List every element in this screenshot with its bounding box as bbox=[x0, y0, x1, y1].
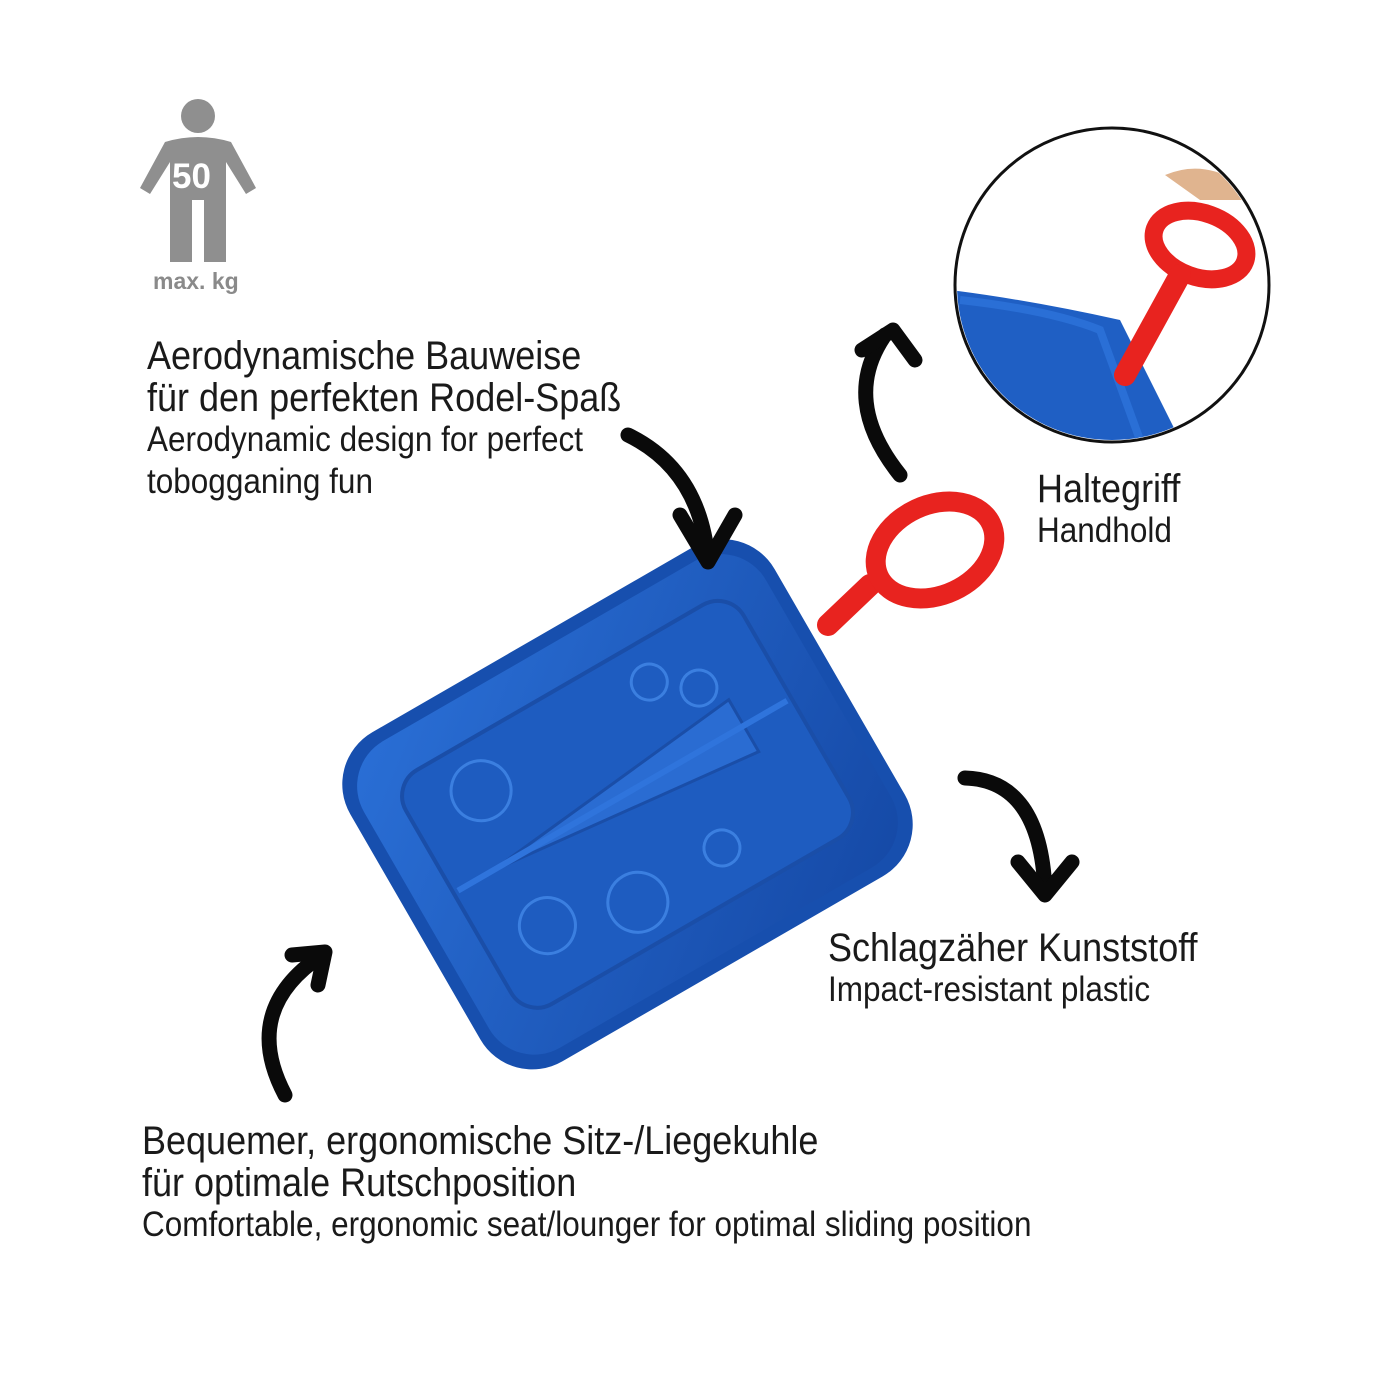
sled-image bbox=[342, 491, 1005, 1070]
aerodynamic-en-line1: Aerodynamic design for perfect bbox=[147, 420, 583, 459]
arrow-handhold bbox=[858, 327, 908, 483]
arrow-aerodynamic bbox=[620, 427, 716, 568]
plastic-en: Impact-resistant plastic bbox=[828, 970, 1151, 1009]
seat-en: Comfortable, ergonomic seat/lounger for … bbox=[142, 1205, 1032, 1244]
arrow-plastic bbox=[957, 770, 1053, 898]
aerodynamic-en-line2: tobogganing fun bbox=[147, 462, 373, 501]
aerodynamic-de-line1: Aerodynamische Bauweise bbox=[147, 334, 582, 378]
weight-value: 50 bbox=[172, 157, 211, 196]
plastic-de: Schlagzäher Kunststoff bbox=[828, 926, 1198, 970]
weight-unit-label: max. kg bbox=[153, 268, 239, 294]
handhold-en: Handhold bbox=[1037, 511, 1172, 550]
seat-de-line1: Bequemer, ergonomische Sitz-/Liegekuhle bbox=[142, 1119, 819, 1163]
handhold-de: Haltegriff bbox=[1037, 467, 1181, 511]
arrows bbox=[261, 322, 1080, 1103]
person-weight-icon bbox=[140, 99, 256, 262]
handhold-detail-image bbox=[953, 126, 1271, 444]
aerodynamic-de-line2: für den perfekten Rodel-Spaß bbox=[147, 376, 622, 420]
seat-de-line2: für optimale Rutschposition bbox=[142, 1161, 577, 1205]
arrow-seat bbox=[261, 947, 330, 1103]
